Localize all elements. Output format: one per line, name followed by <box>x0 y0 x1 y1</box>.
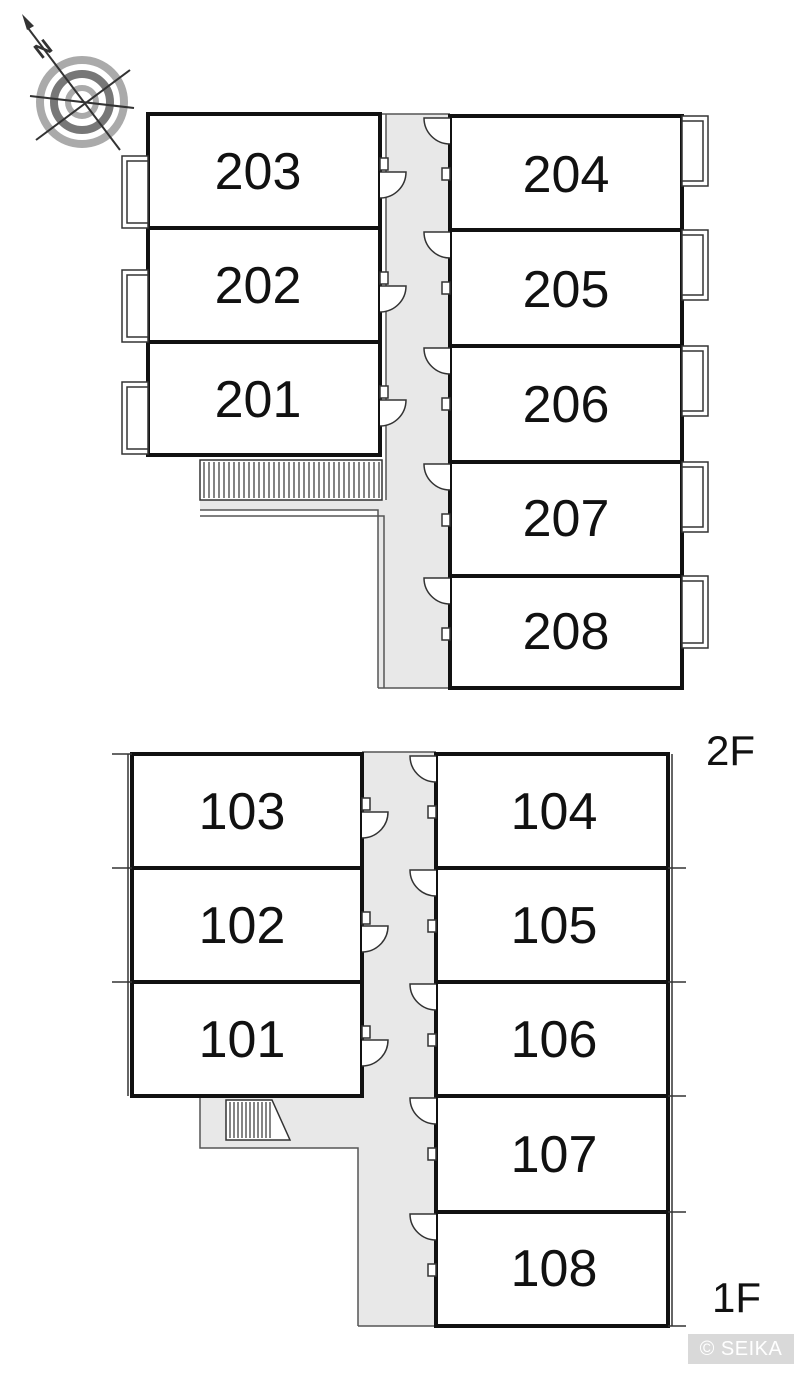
room-106-label: 106 <box>511 1011 598 1069</box>
compass-icon: N <box>22 14 135 151</box>
door-frame <box>427 919 437 933</box>
door-swing <box>379 285 407 313</box>
compass-north-label: N <box>29 34 57 63</box>
door-frame <box>427 805 437 819</box>
room-104-label: 104 <box>511 783 598 841</box>
second-floor-rooms-right: 204 205 206 207 208 <box>448 114 709 690</box>
door-frame <box>361 911 371 925</box>
door-swing <box>409 1213 437 1241</box>
door-swing <box>379 399 407 427</box>
room-107-label: 107 <box>511 1126 598 1184</box>
second-floor-stairs <box>199 459 383 501</box>
door-frame <box>441 167 451 181</box>
first-floor-rooms-left: 103 102 101 <box>112 752 364 1098</box>
door-frame <box>379 157 389 171</box>
door-swing <box>409 869 437 897</box>
first-floor-label: 1F <box>712 1274 761 1321</box>
door-frame <box>441 513 451 527</box>
door-swing <box>423 231 451 259</box>
room-201-label: 201 <box>215 371 302 429</box>
door-swing <box>379 171 407 199</box>
room-208-label: 208 <box>523 603 610 661</box>
door-frame <box>361 797 371 811</box>
door-frame <box>441 627 451 641</box>
door-swing <box>409 983 437 1011</box>
room-101-label: 101 <box>199 1011 286 1069</box>
door-swing <box>423 347 451 375</box>
room-206-label: 206 <box>523 376 610 434</box>
door-frame <box>379 271 389 285</box>
second-floor-common-area <box>199 113 450 689</box>
room-102-label: 102 <box>199 897 286 955</box>
room-207-label: 207 <box>523 490 610 548</box>
door-swing <box>361 1039 389 1067</box>
door-swing <box>361 925 389 953</box>
door-frame <box>379 385 389 399</box>
first-floor-common-area <box>199 751 436 1327</box>
door-swing <box>423 117 451 145</box>
first-floor-doors <box>361 755 437 1277</box>
second-floor-rooms-left: 203 202 201 <box>121 112 382 457</box>
door-frame <box>441 397 451 411</box>
room-203-label: 203 <box>215 143 302 201</box>
room-205-label: 205 <box>523 261 610 319</box>
door-swing <box>423 577 451 605</box>
door-frame <box>427 1033 437 1047</box>
room-103-label: 103 <box>199 783 286 841</box>
room-204-label: 204 <box>523 146 610 204</box>
room-108-label: 108 <box>511 1240 598 1298</box>
room-105-label: 105 <box>511 897 598 955</box>
second-floor-label: 2F <box>706 727 755 774</box>
door-frame <box>427 1263 437 1277</box>
door-swing <box>423 463 451 491</box>
first-floor-rooms-right: 104 105 106 107 108 <box>434 752 686 1328</box>
door-frame <box>441 281 451 295</box>
room-202-label: 202 <box>215 257 302 315</box>
door-frame <box>361 1025 371 1039</box>
door-swing <box>409 755 437 783</box>
door-frame <box>427 1147 437 1161</box>
door-swing <box>409 1097 437 1125</box>
door-swing <box>361 811 389 839</box>
copyright-badge: © SEIKA <box>688 1334 794 1364</box>
second-floor-doors <box>379 117 451 641</box>
first-floor-stairs <box>225 1099 292 1141</box>
